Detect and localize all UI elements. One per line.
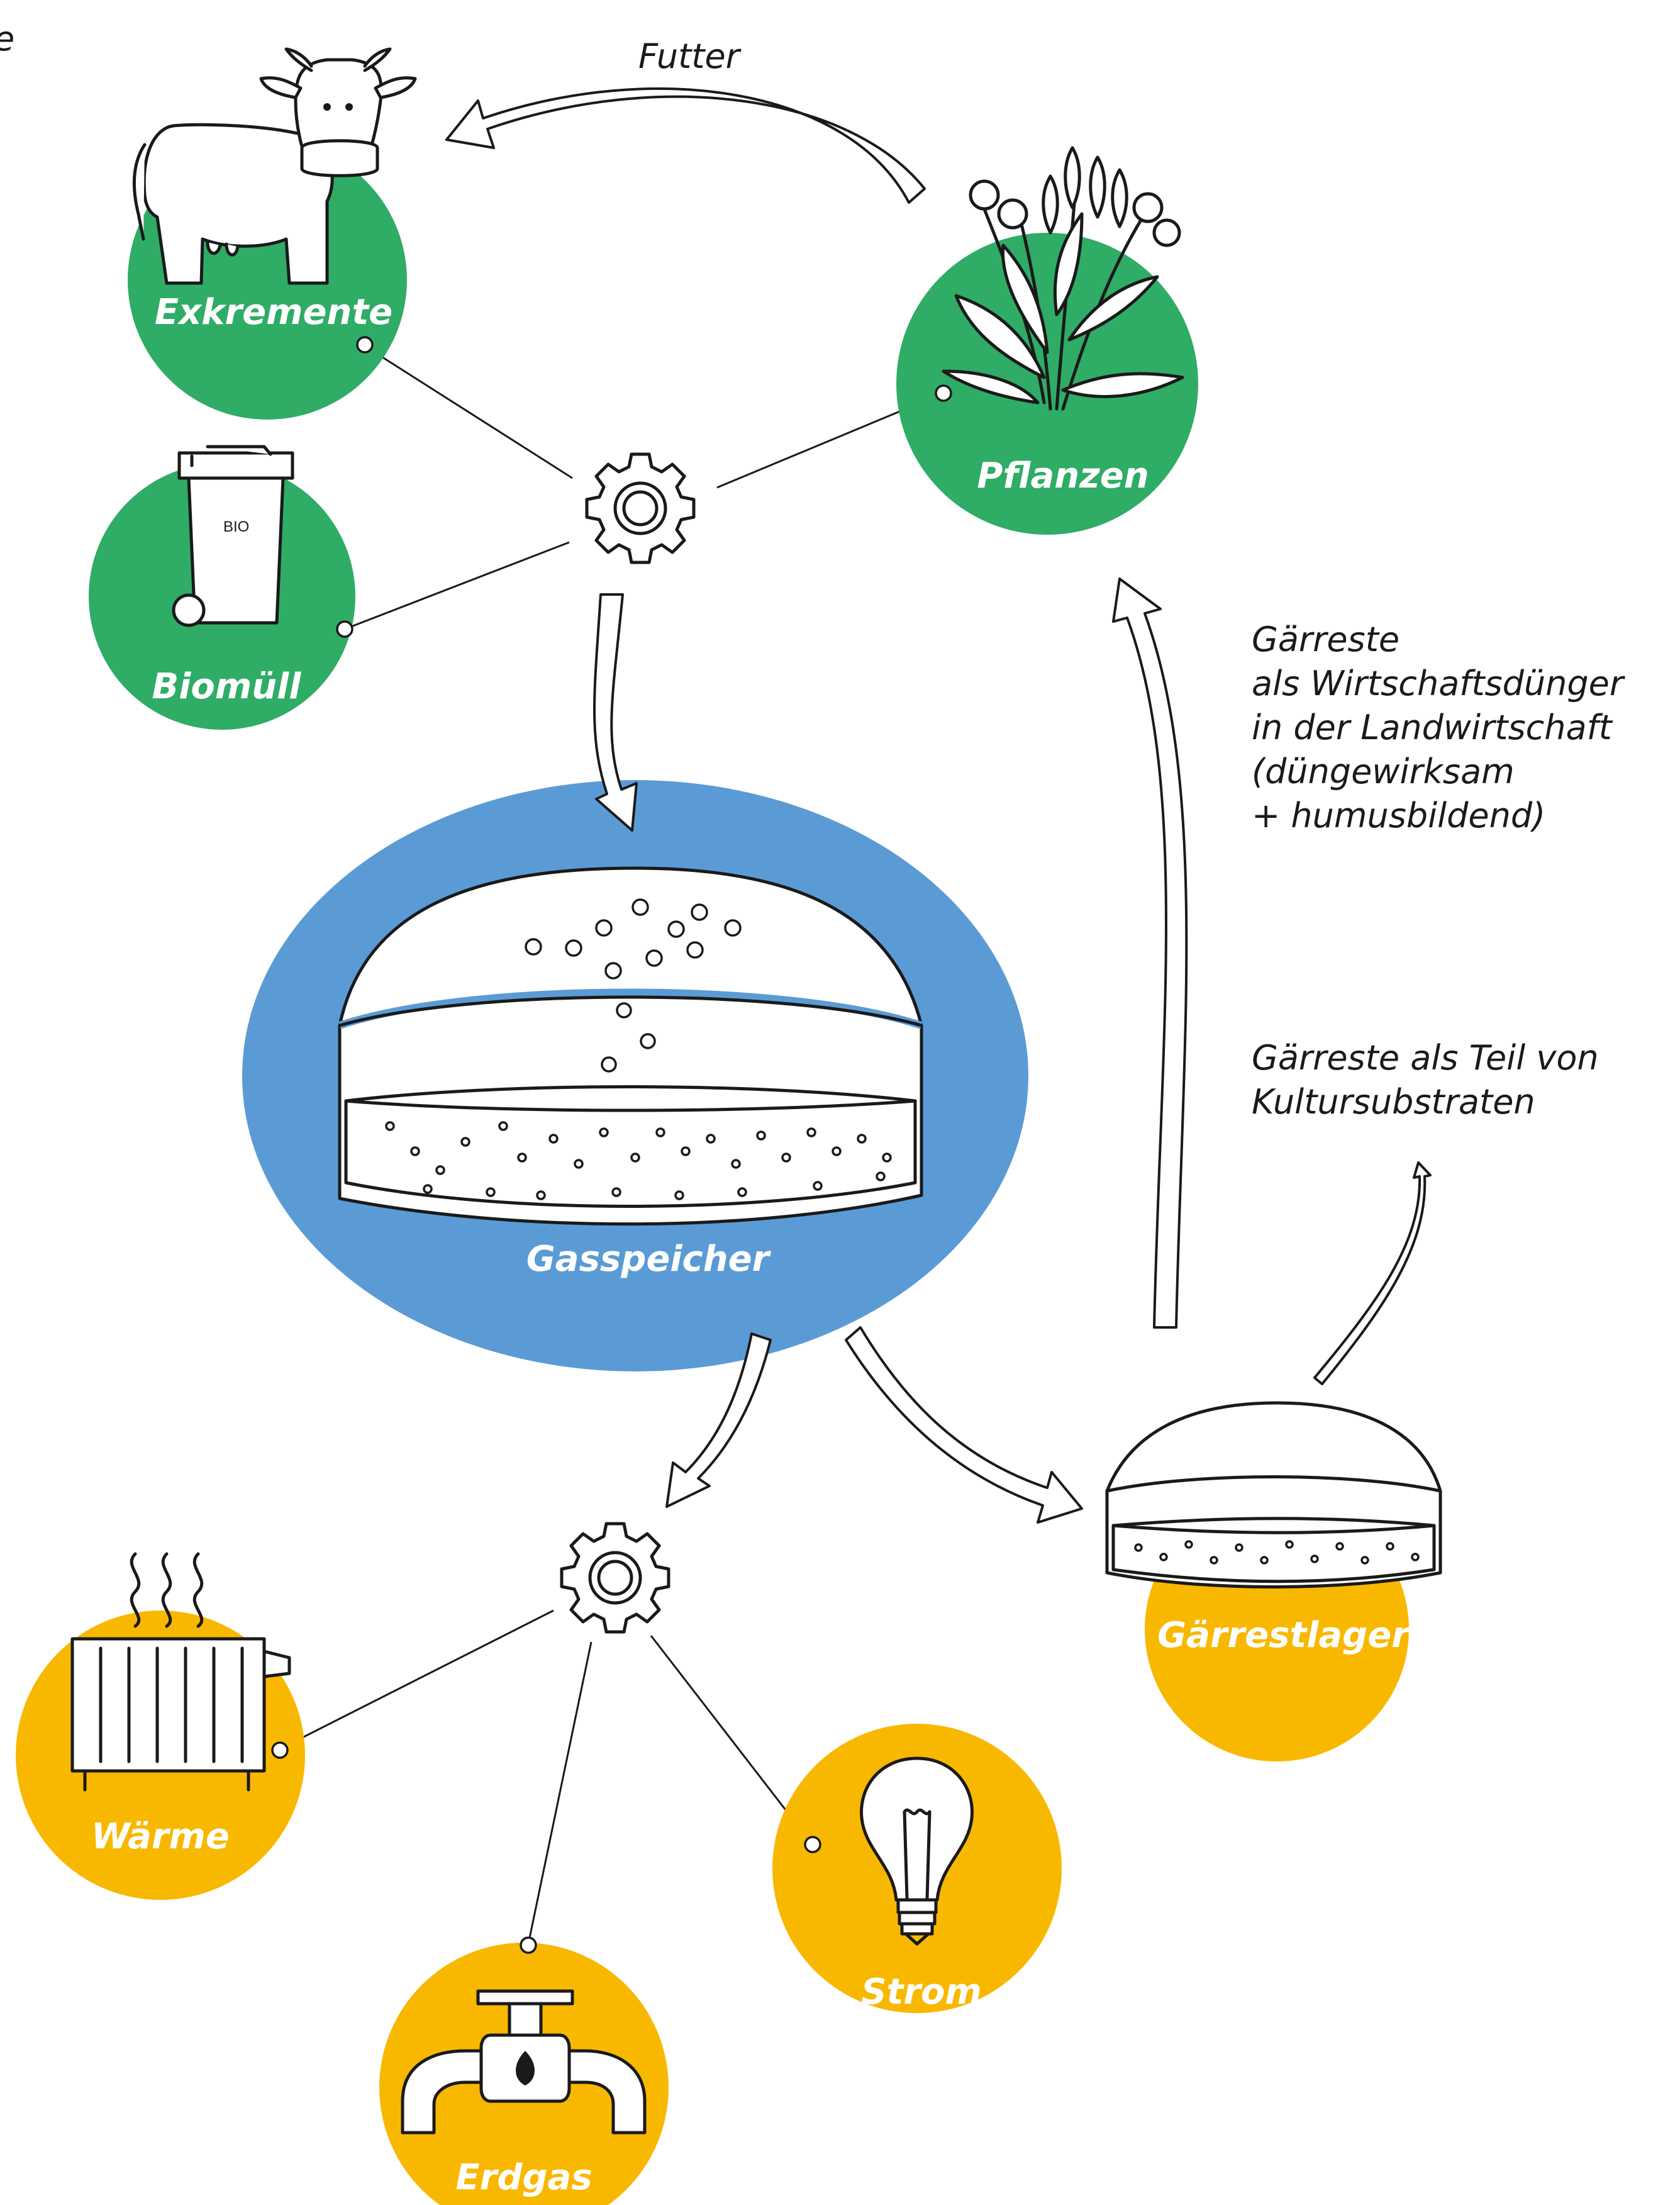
exkremente-label: Exkremente — [155, 292, 392, 333]
gaerreste-substrat-note: Gärreste als Teil von Kultursubstraten — [1252, 1038, 1599, 1122]
edge-fragment: e — [0, 19, 14, 59]
svg-text:Gärreste: Gärreste — [1252, 620, 1399, 659]
gasspeicher-label: Gasspeicher — [526, 1239, 772, 1280]
svg-text:+ humusbildend): + humusbildend) — [1252, 796, 1545, 835]
svg-text:(düngewirksam: (düngewirksam — [1252, 752, 1515, 791]
bottom-gear-icon — [560, 1522, 670, 1634]
pflanzen-label: Pflanzen — [977, 455, 1149, 496]
futter-arrow — [445, 87, 926, 204]
svg-text:Gärreste als Teil von: Gärreste als Teil von — [1252, 1038, 1599, 1078]
strom-label: Strom — [861, 1972, 982, 2012]
light-bulb-icon — [860, 1756, 974, 1946]
digester-tank-icon — [338, 866, 923, 1226]
gas-arrow — [665, 1332, 772, 1508]
residue-arrow — [845, 1326, 1083, 1524]
plants-icon — [942, 146, 1184, 411]
storage-particles — [1134, 1540, 1420, 1565]
feed-arrow — [593, 593, 638, 832]
radiator-icon — [70, 1552, 291, 1792]
cow-icon — [133, 47, 417, 285]
bin-label: BIO — [223, 518, 249, 535]
svg-text:als Wirtschaftsdünger: als Wirtschaftsdünger — [1252, 664, 1625, 703]
flower-heads — [969, 146, 1181, 247]
erdgas-label: Erdgas — [455, 2157, 592, 2198]
gas-pipe-icon — [401, 1989, 647, 2135]
gas-bubbles — [525, 898, 742, 1073]
substrate-particles — [385, 1121, 892, 1200]
substrate-arrow — [1313, 1161, 1432, 1385]
svg-text:Kultursubstraten: Kultursubstraten — [1252, 1082, 1535, 1122]
svg-text:in der Landwirtschaft: in der Landwirtschaft — [1252, 708, 1613, 747]
top-gear-icon — [585, 452, 696, 564]
fertilizer-arrow — [1112, 578, 1188, 1329]
gaerrestlager-label: Gärrestlager — [1157, 1615, 1411, 1656]
waerme-label: Wärme — [91, 1816, 230, 1857]
gaerreste-duenger-note: Gärreste als Wirtschaftsdünger in der La… — [1252, 620, 1625, 835]
biomuell-label: Biomüll — [152, 666, 302, 707]
storage-tank-icon — [1105, 1401, 1442, 1588]
futter-note: Futter — [638, 36, 742, 76]
bio-bin-icon: BIO — [172, 445, 294, 627]
connector-dots — [271, 336, 952, 1954]
